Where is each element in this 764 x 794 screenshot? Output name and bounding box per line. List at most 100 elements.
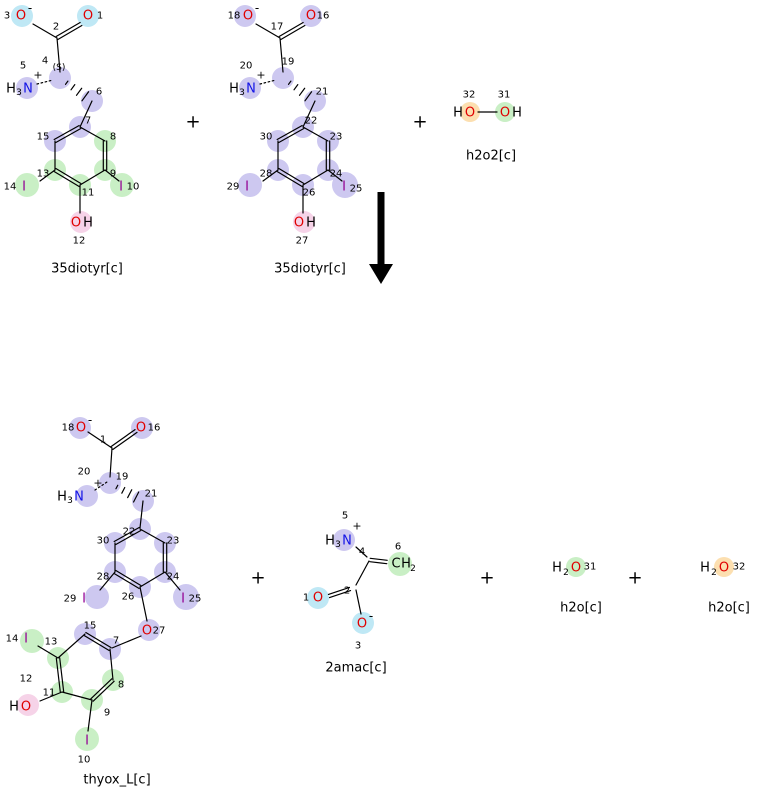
molecule-caption: thyox_L[c]	[83, 773, 150, 788]
bond	[115, 484, 119, 490]
atom-label: 4	[359, 547, 365, 558]
bond	[90, 678, 113, 700]
bond	[278, 127, 305, 144]
atom-label: 8	[118, 680, 124, 691]
atom-label: -	[88, 413, 92, 427]
atom-label: 28	[97, 572, 110, 583]
atom-label: 24	[330, 169, 343, 180]
atom-label: 4	[42, 56, 48, 67]
bond	[132, 491, 140, 503]
atom-highlight-lav	[85, 585, 109, 609]
atom-highlight-lav	[76, 485, 98, 507]
atom-label: 2	[711, 568, 717, 578]
bond	[115, 529, 142, 546]
atom-label: 3	[4, 11, 10, 22]
atom-label: O	[294, 216, 304, 231]
atom-label: 25	[350, 184, 363, 195]
atom-highlight-pnk	[17, 694, 39, 716]
bond	[57, 24, 83, 41]
atom-highlight-grn	[495, 102, 515, 122]
atom-highlight-lav	[16, 77, 38, 99]
atom-highlight-lav	[300, 5, 322, 27]
atom-highlight-lav	[239, 77, 261, 99]
atom-label: O	[500, 106, 510, 121]
bond	[110, 429, 136, 448]
atom-label: 24	[167, 572, 180, 583]
atom-label: 2	[53, 22, 59, 33]
bond	[287, 80, 292, 85]
molecule-caption: 2amac[c]	[325, 661, 386, 676]
atom-label: H	[325, 534, 335, 549]
atom-label: 21	[316, 87, 329, 98]
atom-label: 21	[145, 489, 158, 500]
bond	[109, 648, 114, 681]
atom-label: O	[465, 106, 475, 121]
bond	[115, 569, 142, 587]
bond	[279, 37, 284, 73]
atom-highlight-cyn	[307, 587, 329, 609]
atom-label: 17	[271, 22, 284, 33]
bond	[355, 589, 362, 615]
bond	[327, 586, 351, 595]
atom-label: C	[391, 557, 400, 572]
bond	[278, 167, 305, 185]
bond	[293, 84, 299, 91]
bond	[298, 87, 306, 96]
atom-label: 32	[733, 562, 746, 573]
atom-label: 3	[335, 540, 341, 550]
atom-highlight-cyn	[77, 5, 99, 27]
bond	[81, 91, 90, 102]
atom-label: H	[229, 82, 239, 97]
atom-label: +	[33, 69, 42, 82]
bond	[53, 124, 80, 141]
atom-label: O	[243, 9, 253, 24]
atom-label: H	[57, 490, 67, 505]
bond	[61, 691, 93, 701]
atom-label: O	[16, 9, 26, 24]
plus-sign: +	[185, 112, 200, 133]
atom-label: 18	[62, 423, 75, 434]
bond	[75, 87, 83, 96]
bond	[64, 80, 69, 85]
atom-highlight-lav	[238, 173, 262, 197]
atom-label: 31	[498, 90, 511, 101]
atom-label: 19	[282, 57, 295, 68]
atom-label: +	[352, 520, 361, 533]
atom-highlight-grn	[75, 727, 99, 751]
bond	[121, 486, 126, 494]
atom-label: 14	[4, 182, 17, 193]
bond	[139, 571, 166, 588]
atom-label: O	[719, 561, 729, 576]
bond	[369, 557, 388, 561]
atom-label: 5	[342, 511, 348, 522]
bond	[280, 24, 306, 41]
bond	[113, 572, 140, 590]
atom-label: 14	[6, 634, 19, 645]
bond	[259, 79, 277, 85]
atom-label: 15	[84, 621, 97, 632]
bond	[99, 571, 116, 591]
bond	[39, 691, 63, 702]
atom-label: 3	[67, 496, 73, 506]
atom-label: 27	[296, 236, 309, 247]
atom-label: 26	[303, 188, 316, 199]
atom-label: 5	[20, 61, 26, 72]
atom-label: H	[512, 106, 522, 121]
atom-label: 10	[127, 182, 140, 193]
atom-label: 30	[97, 536, 110, 547]
bond	[32, 23, 58, 39]
atom-label: 1	[303, 593, 309, 604]
atom-label: I	[119, 180, 123, 195]
atom-label: N	[342, 534, 352, 549]
atom-label: I	[342, 180, 346, 195]
bond	[276, 124, 303, 141]
bond	[87, 431, 113, 449]
atom-label: O	[71, 216, 81, 231]
atom-label: +	[93, 477, 102, 490]
atom-highlight-grn	[566, 557, 586, 577]
atom-label: 29	[227, 182, 240, 193]
atom-label: 6	[96, 87, 102, 98]
